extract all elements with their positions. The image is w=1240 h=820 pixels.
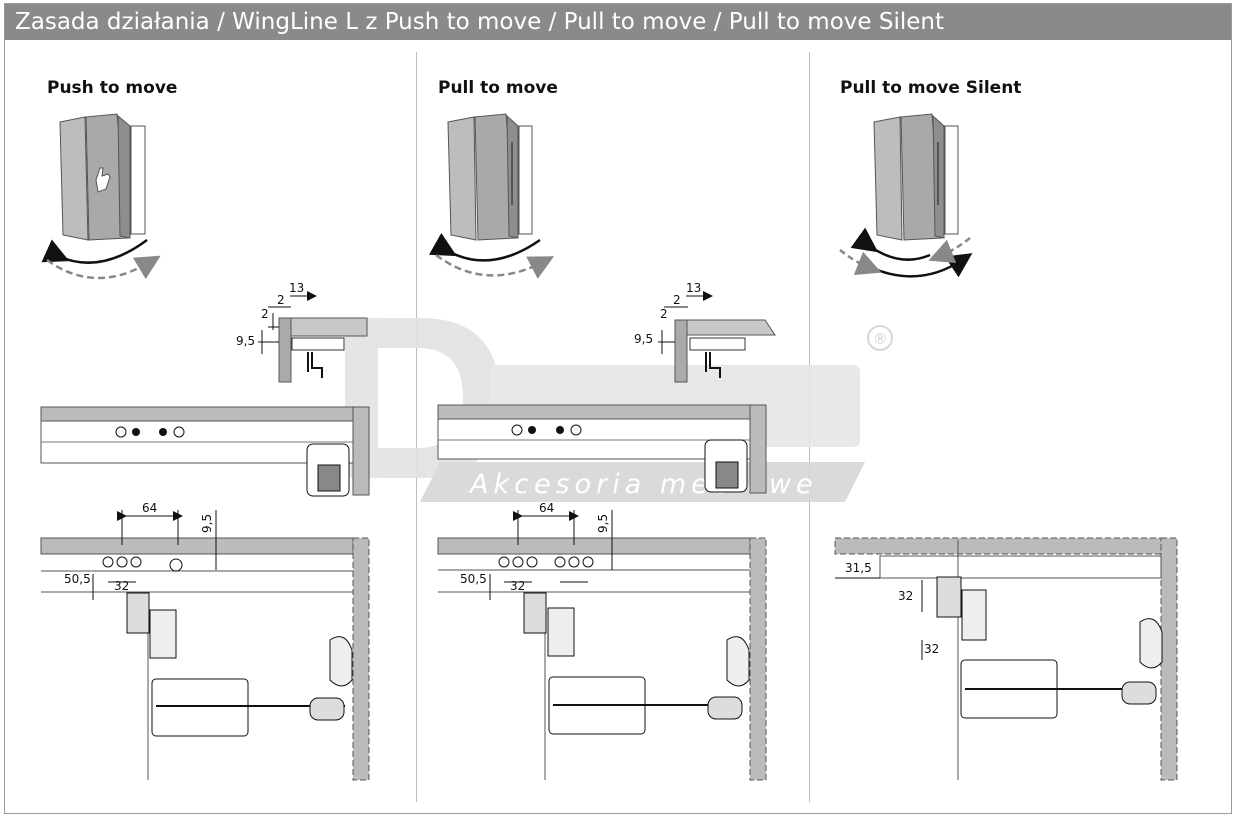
page-title: Zasada działania / WingLine L z Push to … <box>5 4 1231 40</box>
plan-view <box>437 510 767 781</box>
dim-32-upper: 32 <box>898 589 913 603</box>
dim-32-lower: 32 <box>924 642 939 656</box>
dim-2-top: 2 <box>277 293 285 307</box>
rotation-arrow-dashed-icon <box>435 254 555 279</box>
dim-9-5-vertical: 9,5 <box>596 514 610 533</box>
wardrobe-illustration <box>447 113 533 241</box>
profile-section-detail <box>658 291 776 383</box>
panel-pull-to-move-silent: 31,5 32 32 <box>834 113 1178 781</box>
rotation-arrow-icon <box>428 232 541 262</box>
dim-9-5: 9,5 <box>236 334 255 348</box>
registered-mark-icon <box>867 325 893 351</box>
panel-title-pull-to-move: Pull to move <box>438 78 558 98</box>
dim-9-5-vertical: 9,5 <box>200 514 214 533</box>
plan-view <box>40 510 370 781</box>
rotation-arrow-left-icon <box>850 227 931 261</box>
rotation-arrow-dashed-icon <box>928 237 971 263</box>
panel-title-push-to-move: Push to move <box>47 78 178 98</box>
dim-32: 32 <box>510 579 525 593</box>
dim-2-side: 2 <box>660 307 668 321</box>
dim-64: 64 <box>539 501 554 515</box>
rotation-arrow-right-icon <box>871 253 973 278</box>
dim-13: 13 <box>289 281 304 295</box>
dim-64: 64 <box>142 501 157 515</box>
dim-32: 32 <box>114 579 129 593</box>
dim-31-5: 31,5 <box>845 561 872 575</box>
wardrobe-illustration <box>873 113 959 241</box>
hand-icon <box>95 167 111 193</box>
dim-13: 13 <box>686 281 701 295</box>
dim-50-5: 50,5 <box>64 572 91 586</box>
plan-view <box>834 537 1178 781</box>
wardrobe-illustration <box>59 113 146 241</box>
top-rail <box>437 404 767 494</box>
dim-2-top: 2 <box>673 293 681 307</box>
rotation-arrow-dashed-icon <box>839 249 882 275</box>
rotation-arrow-icon <box>41 238 148 264</box>
panel-divider <box>416 52 417 802</box>
top-rail <box>40 406 370 497</box>
panel-pull-to-move: 13 2 2 9,5 <box>428 113 776 781</box>
registered-mark: ® <box>873 330 888 348</box>
profile-section-detail <box>258 291 368 383</box>
dim-2-side: 2 <box>261 307 269 321</box>
panel-push-to-move: 13 2 2 9,5 <box>40 113 370 781</box>
dim-9-5: 9,5 <box>634 332 653 346</box>
panel-title-pull-to-move-silent: Pull to move Silent <box>840 78 1022 98</box>
dim-50-5: 50,5 <box>460 572 487 586</box>
rotation-arrow-dashed-icon <box>46 255 161 280</box>
